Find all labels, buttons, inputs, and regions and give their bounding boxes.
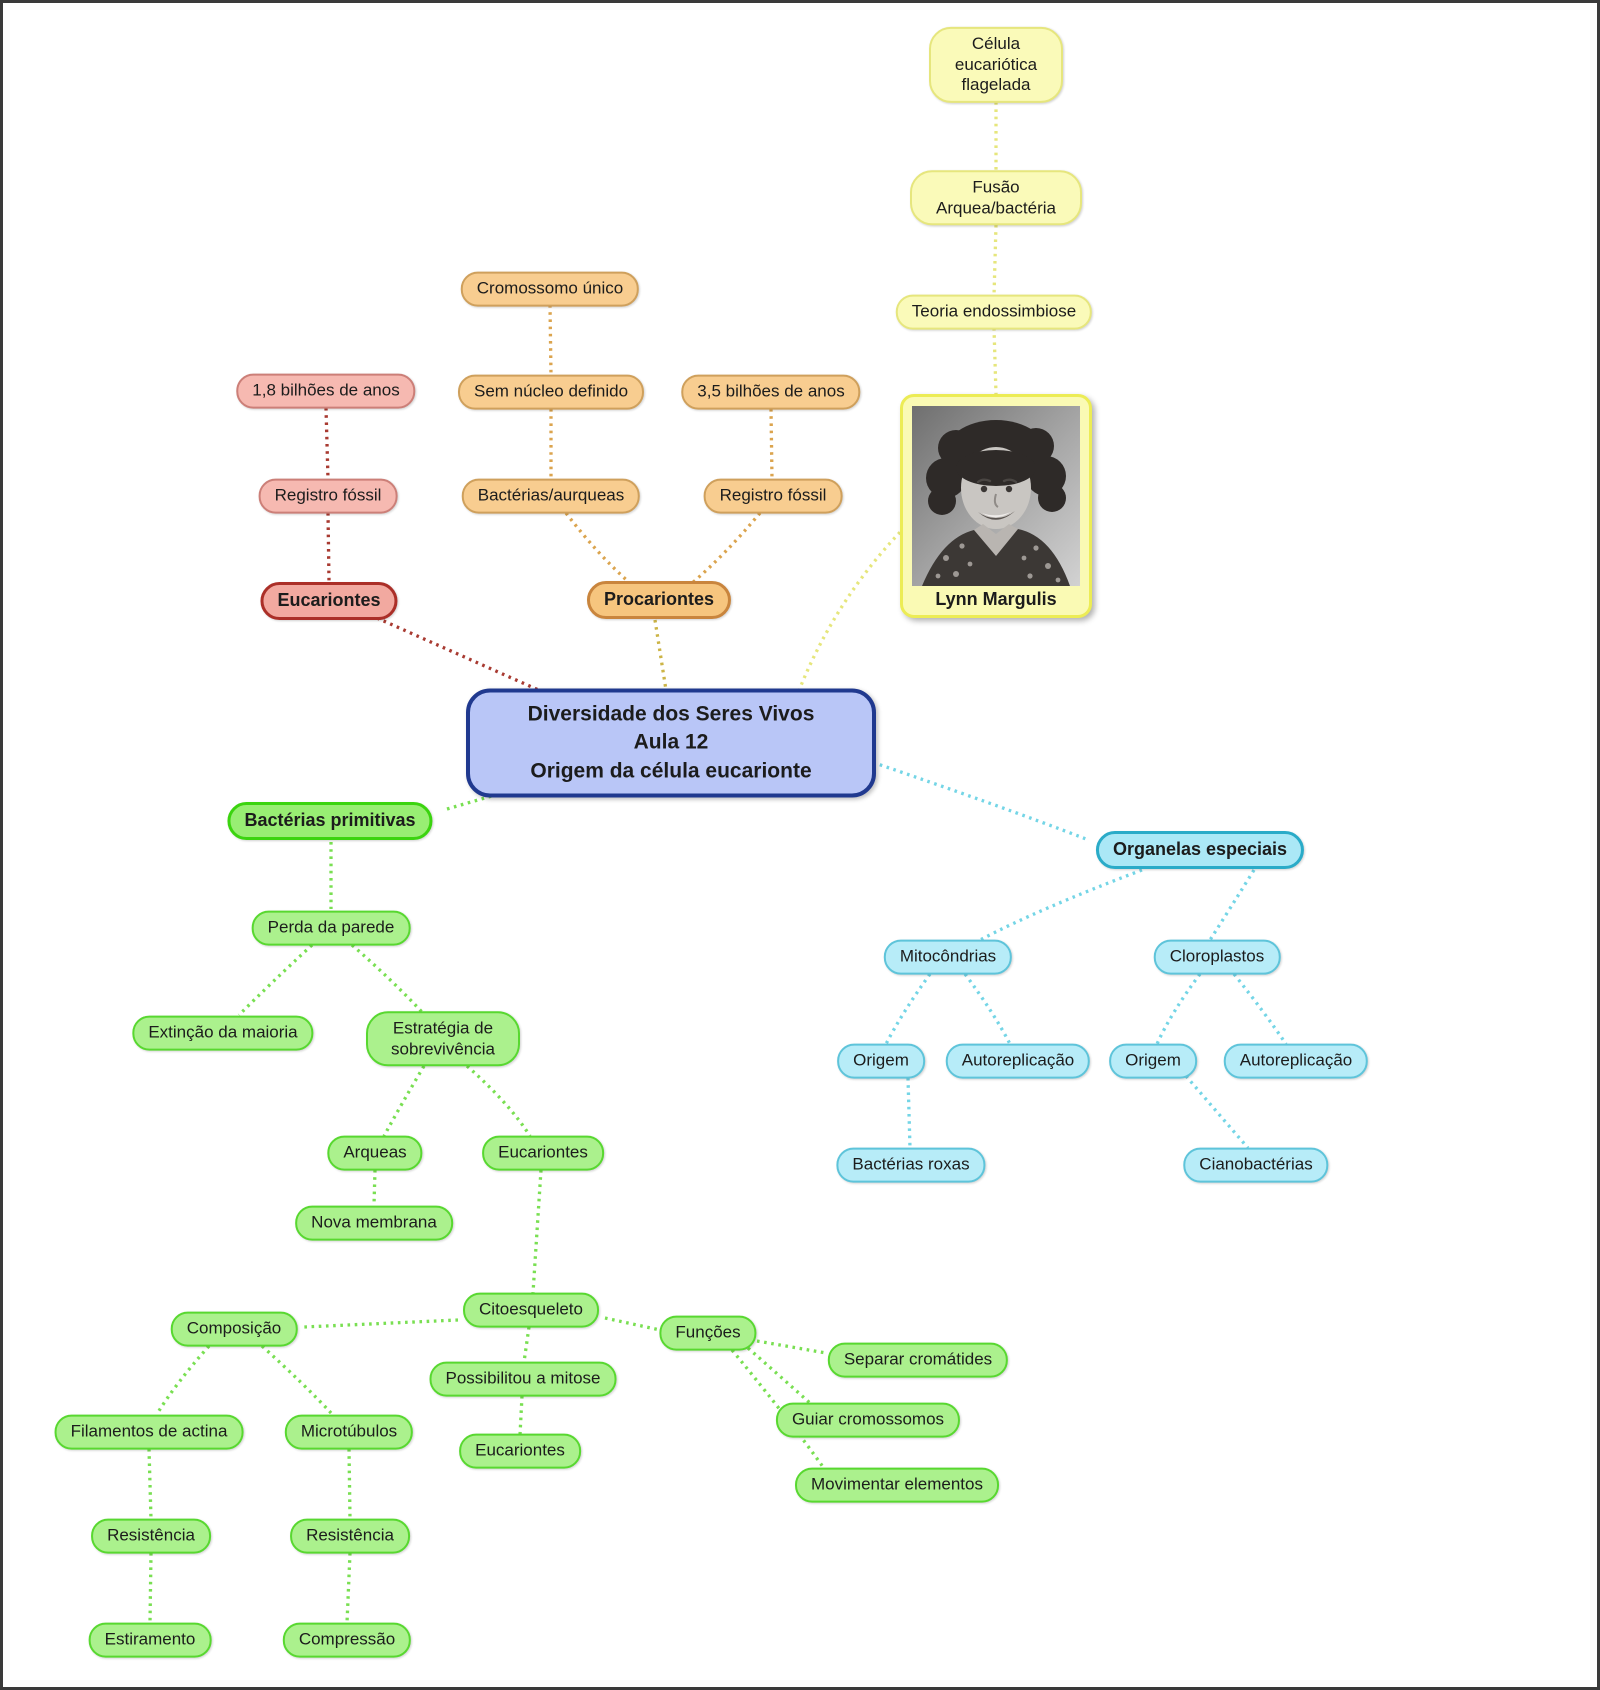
node-guiar-cromossomos[interactable]: Guiar cromossomos bbox=[775, 1402, 961, 1438]
connector bbox=[564, 511, 633, 586]
connector bbox=[522, 1326, 531, 1363]
node-teoria-endossimbiose[interactable]: Teoria endossimbiose bbox=[895, 294, 1093, 330]
node-nova-membrana[interactable]: Nova membrana bbox=[295, 1205, 453, 1241]
node-autoreplicacao-cloroplastos[interactable]: Autoreplicação bbox=[1223, 1043, 1369, 1079]
node-procariontes[interactable]: Procariontes bbox=[586, 581, 732, 619]
blue-branch-connectors bbox=[865, 758, 1288, 1150]
node-citoesqueleto[interactable]: Citoesqueleto bbox=[463, 1292, 599, 1328]
node-registro-fossil-procariontes[interactable]: Registro fóssil bbox=[703, 478, 843, 514]
photo-caption: Lynn Margulis bbox=[935, 589, 1057, 609]
connector bbox=[689, 511, 762, 586]
connector bbox=[992, 327, 998, 395]
connector bbox=[155, 1344, 211, 1415]
connector bbox=[604, 1316, 661, 1332]
node-autoreplicacao-mitocondrias[interactable]: Autoreplicação bbox=[945, 1043, 1091, 1079]
connector bbox=[906, 1077, 912, 1149]
connector bbox=[963, 973, 1012, 1045]
connector bbox=[548, 304, 553, 376]
node-movimentar-elementos[interactable]: Movimentar elementos bbox=[795, 1467, 999, 1503]
connector bbox=[303, 1318, 459, 1329]
lynn-margulis-photo bbox=[912, 406, 1080, 586]
node-cromossomo-unico[interactable]: Cromossomo único bbox=[460, 271, 640, 307]
connector bbox=[1232, 972, 1288, 1045]
connector bbox=[979, 868, 1143, 942]
yellow-branch-connectors bbox=[796, 95, 998, 694]
connector bbox=[653, 619, 668, 691]
node-microtubulos[interactable]: Microtúbulos bbox=[284, 1414, 414, 1450]
node-estrategia-de-sobrevivencia[interactable]: Estratégia de sobrevivência bbox=[366, 1011, 520, 1067]
node-bacterias-aurqueas[interactable]: Bactérias/aurqueas bbox=[461, 478, 641, 514]
node-cloroplastos[interactable]: Cloroplastos bbox=[1153, 939, 1281, 975]
node-central-diversidade-seres-vivos[interactable]: Diversidade dos Seres Vivos Aula 12 Orig… bbox=[466, 688, 876, 798]
node-possibilitou-a-mitose[interactable]: Possibilitou a mitose bbox=[429, 1361, 617, 1397]
green-branch-connectors bbox=[147, 789, 827, 1624]
connector bbox=[376, 616, 544, 694]
orange-branch-connectors bbox=[548, 304, 774, 691]
node-sem-nucleo-definido[interactable]: Sem núcleo definido bbox=[457, 374, 645, 410]
connector bbox=[884, 973, 932, 1045]
node-origem-mitocondrias[interactable]: Origem bbox=[837, 1043, 925, 1079]
node-organelas-especiais[interactable]: Organelas especiais bbox=[1095, 831, 1305, 869]
connector bbox=[147, 1448, 153, 1520]
node-eucariontes-mitose[interactable]: Eucariontes bbox=[459, 1433, 581, 1469]
connector bbox=[756, 1339, 827, 1355]
connector bbox=[347, 1448, 352, 1520]
connector bbox=[518, 1395, 524, 1436]
connector bbox=[260, 1344, 334, 1416]
connector bbox=[345, 1552, 352, 1624]
node-composicao[interactable]: Composição bbox=[170, 1311, 298, 1347]
connector bbox=[372, 1169, 377, 1206]
node-extincao-da-maioria[interactable]: Extinção da maioria bbox=[132, 1015, 314, 1051]
connector bbox=[326, 512, 331, 582]
connector-layer bbox=[147, 95, 1288, 1624]
node-lynn-margulis-card[interactable]: Lynn Margulis bbox=[900, 394, 1092, 618]
node-origem-cloroplastos[interactable]: Origem bbox=[1109, 1043, 1197, 1079]
connector bbox=[865, 758, 1087, 841]
node-eucariontes-principal[interactable]: Eucariontes bbox=[260, 582, 398, 620]
node-celula-eucariotica-flagelada[interactable]: Célula eucariótica flagelada bbox=[929, 26, 1063, 104]
node-bacterias-primitivas[interactable]: Bactérias primitivas bbox=[227, 802, 433, 840]
connector bbox=[1208, 869, 1256, 941]
node-funcoes[interactable]: Funções bbox=[659, 1315, 757, 1351]
node-filamentos-de-actina[interactable]: Filamentos de actina bbox=[54, 1414, 244, 1450]
connector bbox=[350, 943, 424, 1014]
node-resistencia-actina[interactable]: Resistência bbox=[91, 1518, 211, 1554]
connector bbox=[1184, 1074, 1250, 1150]
node-registro-fossil-eucariontes[interactable]: Registro fóssil bbox=[258, 478, 398, 514]
node-separar-cromatides[interactable]: Separar cromátides bbox=[827, 1342, 1009, 1378]
connector bbox=[1155, 973, 1202, 1045]
connector bbox=[324, 407, 330, 480]
node-compressao[interactable]: Compressão bbox=[282, 1622, 412, 1658]
connector bbox=[465, 1064, 532, 1137]
node-perda-da-parede[interactable]: Perda da parede bbox=[251, 910, 411, 946]
connector bbox=[796, 525, 907, 694]
node-3-5-bilhoes-de-anos[interactable]: 3,5 bilhões de anos bbox=[681, 374, 861, 410]
red-branch-connectors bbox=[324, 407, 544, 694]
connector bbox=[746, 1346, 813, 1406]
node-mitocondrias[interactable]: Mitocôndrias bbox=[883, 939, 1013, 975]
connector bbox=[992, 224, 998, 297]
connector bbox=[148, 1552, 153, 1624]
node-eucariontes-sobrevivencia[interactable]: Eucariontes bbox=[482, 1135, 604, 1171]
node-resistencia-microtubulos[interactable]: Resistência bbox=[290, 1518, 410, 1554]
connector bbox=[531, 1169, 543, 1294]
portrait-illustration bbox=[912, 406, 1080, 586]
node-bacterias-roxas[interactable]: Bactérias roxas bbox=[836, 1147, 986, 1183]
connector bbox=[382, 1065, 426, 1137]
connector bbox=[237, 943, 314, 1017]
connector bbox=[769, 408, 774, 480]
node-cianobacterias[interactable]: Cianobactérias bbox=[1183, 1147, 1329, 1183]
node-estiramento[interactable]: Estiramento bbox=[88, 1622, 212, 1658]
node-fusao-arquea-bacteria[interactable]: Fusão Arquea/bactéria bbox=[910, 170, 1082, 226]
node-arqueas[interactable]: Arqueas bbox=[327, 1135, 423, 1171]
node-1-8-bilhoes-de-anos[interactable]: 1,8 bilhões de anos bbox=[236, 373, 416, 409]
